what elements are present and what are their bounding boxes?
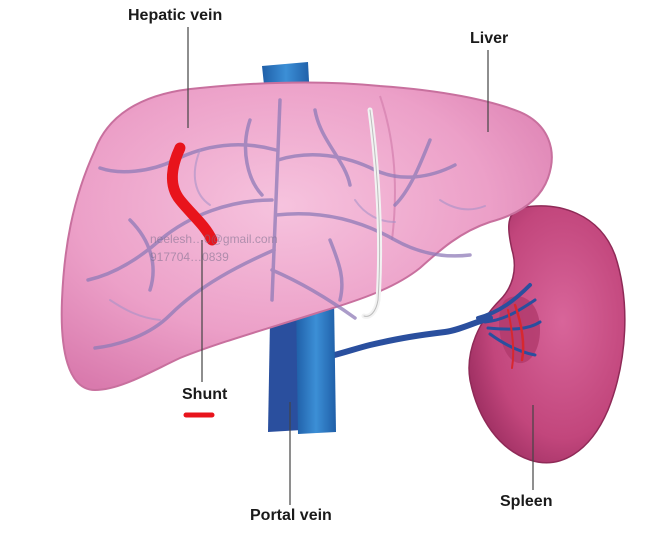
liver-shape [60, 81, 553, 392]
portal-vein-trunk [268, 318, 302, 432]
intrahepatic-veins [86, 98, 472, 350]
splenic-vein [297, 315, 493, 365]
watermark-phone: 917704…0839 [150, 250, 229, 264]
label-spleen: Spleen [500, 493, 553, 510]
watermark-email: neelesh…0@gmail.com [150, 232, 278, 246]
spleen-shape [468, 205, 626, 464]
shunt-marker [167, 142, 218, 246]
vena-cava-bottom [296, 298, 336, 434]
intrahepatic-veins-fine [109, 149, 486, 321]
leader-lines [187, 27, 534, 505]
label-liver: Liver [470, 30, 509, 47]
label-portal-vein: Portal vein [250, 507, 332, 524]
label-hepatic-vein: Hepatic vein [128, 7, 223, 24]
label-shunt: Shunt [182, 386, 228, 403]
splenic-hilum-vessels [476, 283, 542, 369]
